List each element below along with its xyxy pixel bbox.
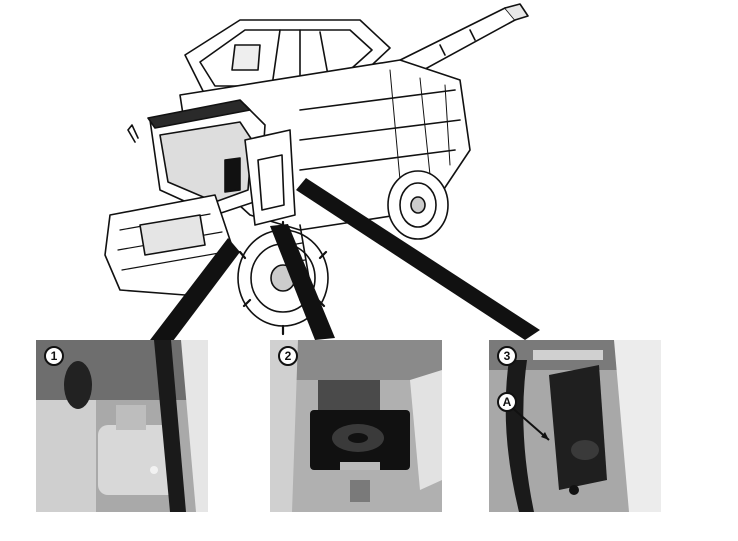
callout-badge-3: 3	[497, 346, 517, 366]
callout-arrow-1	[150, 238, 240, 345]
photo-inset-1: 1	[36, 340, 208, 512]
callout-arrow-3	[296, 178, 540, 340]
callout-arrow-2	[270, 224, 335, 340]
callout-badge-a: A	[497, 392, 517, 412]
callout-badge-1: 1	[44, 346, 64, 366]
arrow-to-a	[508, 404, 550, 441]
photo-inset-3: 3 A	[489, 340, 661, 512]
photo-inset-2: 2	[270, 340, 442, 512]
callout-badge-2: 2	[278, 346, 298, 366]
